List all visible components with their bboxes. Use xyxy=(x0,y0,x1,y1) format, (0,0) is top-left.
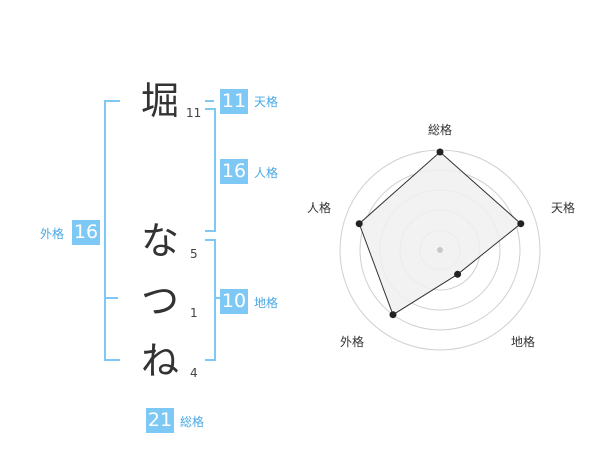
radar-axis-label-chikaku: 地格 xyxy=(511,335,536,349)
stroke-count-4: 4 xyxy=(190,366,198,380)
name-char-3: つ xyxy=(141,279,180,323)
radar-polygon xyxy=(358,151,522,316)
tenkaku-bracket-tick xyxy=(205,100,214,102)
gaikaku-bracket xyxy=(104,100,120,361)
radar-axis-label-gaikaku: 外格 xyxy=(340,335,365,349)
jinkaku-bracket xyxy=(205,108,216,232)
chikaku-bracket xyxy=(205,239,216,361)
stroke-count-1: 11 xyxy=(186,106,202,120)
radar-point-5 xyxy=(355,220,363,228)
stroke-count-2: 5 xyxy=(190,247,198,261)
name-char-2: な xyxy=(141,219,180,263)
jinkaku-label: 人格 xyxy=(254,166,279,180)
jinkaku-value-badge: 16 xyxy=(220,159,248,184)
gaikaku-value-badge: 16 xyxy=(72,220,100,245)
radar-axis-label-jinkaku: 人格 xyxy=(307,201,332,215)
radar-point-3 xyxy=(454,270,462,278)
tenkaku-label: 天格 xyxy=(254,95,279,109)
radar-center-dot xyxy=(437,247,443,253)
soukaku-value-badge: 21 xyxy=(146,408,174,433)
gaikaku-bracket-divider xyxy=(104,297,118,299)
gaikaku-label: 外格 xyxy=(40,227,65,241)
tenkaku-value-badge: 11 xyxy=(220,89,248,114)
radar-point-1 xyxy=(436,148,444,156)
radar-point-2 xyxy=(517,220,525,228)
soukaku-label: 総格 xyxy=(180,415,205,429)
chikaku-label: 地格 xyxy=(254,296,279,310)
radar-point-4 xyxy=(389,311,397,319)
radar-axis-label-tenkaku: 天格 xyxy=(551,201,576,215)
chikaku-value-badge: 10 xyxy=(220,289,248,314)
chikaku-bracket-tick xyxy=(214,297,220,299)
radar-axis-label-soukaku: 総格 xyxy=(428,123,453,137)
stroke-count-3: 1 xyxy=(190,306,198,320)
name-char-4: ね xyxy=(141,339,180,383)
name-char-1: 堀 xyxy=(141,79,180,123)
